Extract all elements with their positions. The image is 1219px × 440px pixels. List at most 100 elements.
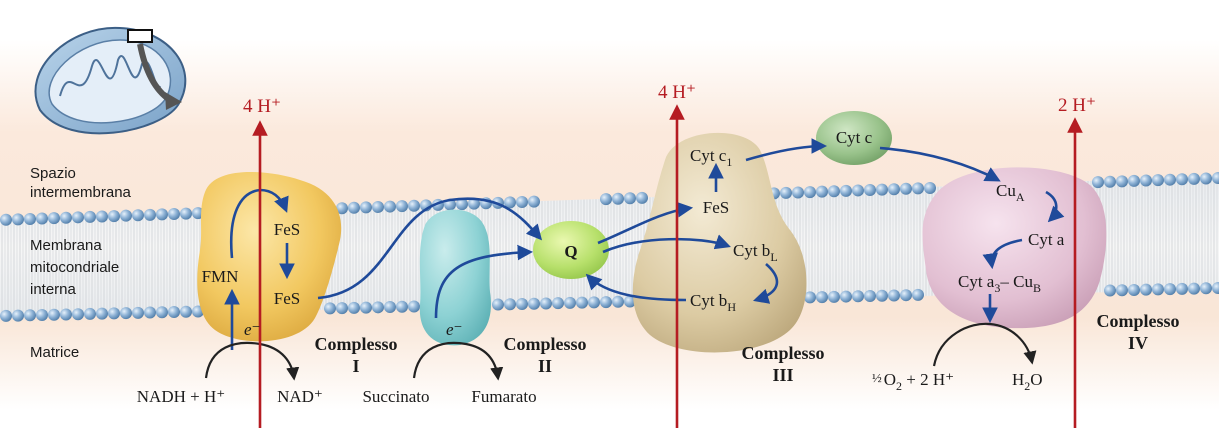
phospholipid-head (888, 289, 900, 302)
arrow-cytbh-to-q (585, 273, 687, 302)
arrow-q-to-cytbl (602, 234, 731, 254)
phospholipid-head (1212, 282, 1219, 295)
phospholipid-heads-bottom (0, 282, 1219, 322)
phospholipid-head (792, 186, 804, 199)
proton-label-complex4: 2 H⁺ (1058, 95, 1096, 116)
phospholipid-head (528, 297, 540, 310)
phospholipid-head (1212, 172, 1219, 185)
phospholipid-head (108, 307, 120, 320)
phospholipid-head (840, 290, 852, 303)
phospholipid-head (1164, 173, 1176, 186)
phospholipid-head (384, 301, 396, 314)
phospholipid-head (60, 308, 72, 321)
phospholipid-head (1152, 283, 1164, 296)
phospholipid-head (900, 182, 912, 195)
phospholipid-head (144, 208, 156, 221)
phospholipid-head (84, 307, 96, 320)
phospholipid-head (144, 306, 156, 319)
phospholipid-head (360, 201, 372, 214)
phospholipid-head (168, 306, 180, 319)
intermembrane-label-line1: Spazio (30, 165, 76, 182)
phospholipid-head (912, 288, 924, 301)
phospholipid-head (12, 309, 24, 322)
complex1-fmn: FMN (202, 267, 239, 286)
phospholipid-head (492, 298, 504, 311)
phospholipid-head (1128, 174, 1140, 187)
phospholipid-head (180, 207, 192, 220)
phospholipid-head (1164, 283, 1176, 296)
phospholipid-head (900, 289, 912, 302)
phospholipid-head (624, 192, 636, 205)
phospholipid-head (924, 181, 936, 194)
phospholipid-head (48, 308, 60, 321)
phospholipid-head (324, 302, 336, 315)
arrow-cyta-to-cyta3 (982, 238, 1023, 270)
phospholipid-head (564, 296, 576, 309)
phospholipid-head (180, 305, 192, 318)
phospholipid-head (504, 196, 516, 209)
phospholipid-head (72, 308, 84, 321)
phospholipid-head (840, 184, 852, 197)
phospholipid-head (108, 210, 120, 223)
ubiquinone-label: Q (564, 242, 577, 261)
phospholipid-head (72, 211, 84, 224)
proton-label-complex1: 4 H⁺ (243, 96, 281, 117)
phospholipid-head (600, 296, 612, 309)
phospholipid-head (1128, 283, 1140, 296)
phospholipid-head (912, 182, 924, 195)
phospholipid-head (1104, 284, 1116, 297)
water-label: H2O (1012, 370, 1043, 393)
complex1-electron: e⁻ (244, 320, 261, 339)
cytochrome-c-protein (816, 111, 892, 165)
phospholipid-head (84, 210, 96, 223)
arrow-complex2-to-q (434, 244, 534, 319)
phospholipid-head (804, 186, 816, 199)
phospholipid-head (336, 202, 348, 215)
phospholipid-head (876, 183, 888, 196)
phospholipid-head (36, 309, 48, 322)
phospholipid-head (60, 211, 72, 224)
phospholipid-head (396, 200, 408, 213)
phospholipid-head (1188, 282, 1200, 295)
phospholipid-head (408, 199, 420, 212)
phospholipid-head (1116, 284, 1128, 297)
phospholipid-head (612, 295, 624, 308)
phospholipid-head (132, 209, 144, 222)
phospholipid-head (360, 301, 372, 314)
phospholipid-head (828, 185, 840, 198)
phospholipid-head (864, 290, 876, 303)
cyt-bh-label: Cyt bH (690, 291, 736, 314)
phospholipid-head (48, 212, 60, 225)
electron-flow-arrows (224, 138, 1065, 350)
membrane-label-line1: Membrana (30, 237, 102, 254)
matrix-label: Matrice (30, 344, 79, 361)
phospholipid-head (1200, 282, 1212, 295)
phospholipid-head (36, 212, 48, 225)
ubiquinone-protein (533, 221, 609, 279)
cyt-a-label: Cyt a (1028, 230, 1065, 249)
cyt-c1-label: Cyt c1 (690, 146, 732, 169)
complex-iii-title: Complesso (741, 343, 824, 363)
phospholipid-head (1116, 175, 1128, 188)
phospholipid-head (828, 290, 840, 303)
cua-label: CuA (996, 181, 1025, 204)
intermembrane-label-line2: intermembrana (30, 184, 132, 201)
phospholipid-head (24, 309, 36, 322)
phospholipid-head (348, 301, 360, 314)
phospholipid-heads-top (0, 172, 1219, 226)
phospholipid-head (876, 289, 888, 302)
complex1-fes-bottom: FeS (274, 289, 300, 308)
phospholipid-head (120, 307, 132, 320)
phospholipid-head (888, 183, 900, 196)
phospholipid-head (456, 198, 468, 211)
phospholipid-head (156, 306, 168, 319)
phospholipid-head (864, 184, 876, 197)
phospholipid-head (156, 208, 168, 221)
phospholipid-head (552, 297, 564, 310)
succinate-label: Succinato (362, 387, 429, 406)
phospholipid-head (96, 307, 108, 320)
proton-arrows (252, 104, 1083, 428)
phospholipid-head (468, 197, 480, 210)
